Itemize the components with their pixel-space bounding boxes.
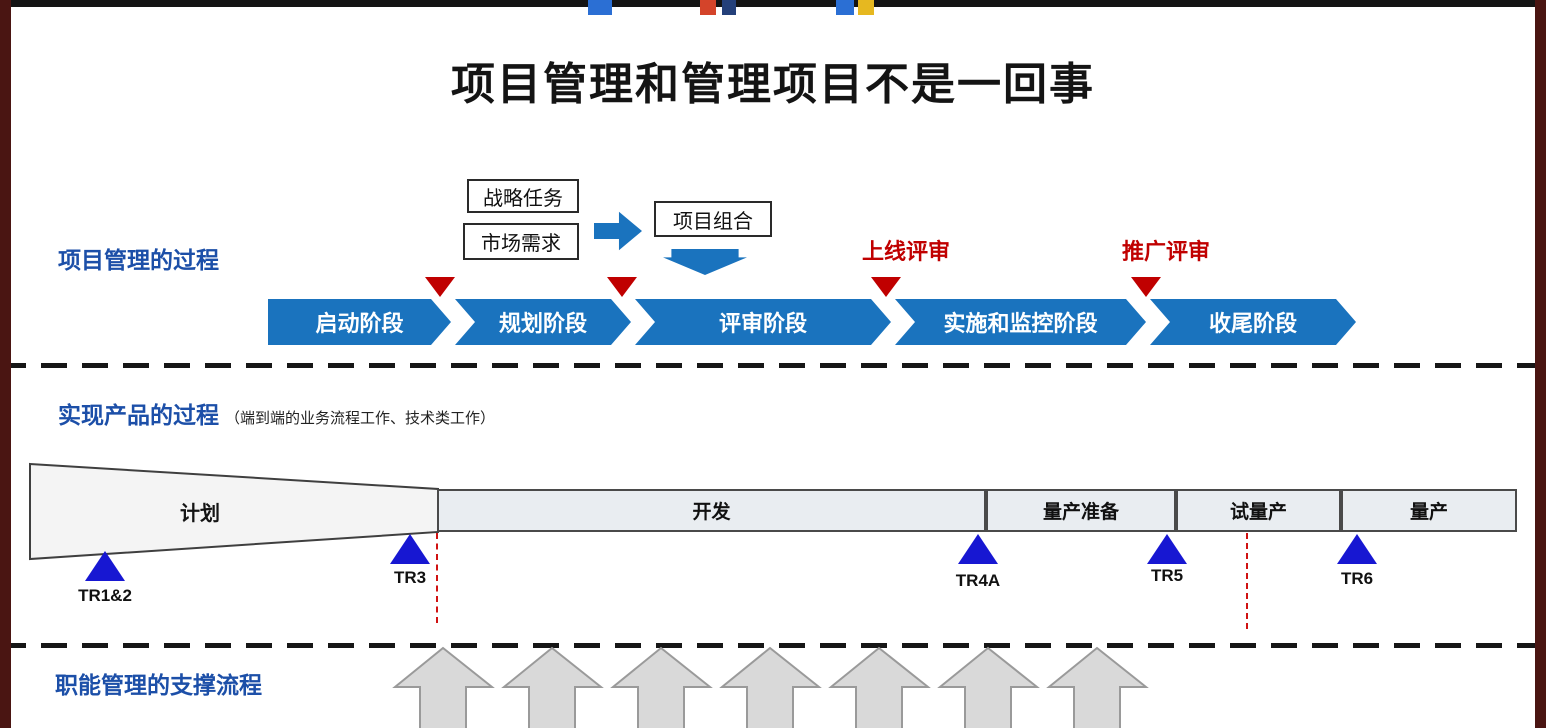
market-demand-box: 市场需求 (463, 223, 579, 260)
down-arrow-icon (663, 249, 747, 275)
tr5-label: TR5 (1150, 566, 1184, 585)
section-header-product-process: 实现产品的过程 （端到端的业务流程工作、技术类工作） (58, 396, 495, 430)
right-frame-bar (1535, 0, 1546, 728)
section-label-support-process: 职能管理的支撑流程 (55, 672, 262, 698)
logo-fragment-icon (700, 0, 716, 15)
logo-fragment-icon (836, 0, 854, 15)
tr-marker-icon (1147, 534, 1187, 564)
section-label-product-process: 实现产品的过程 (58, 402, 219, 428)
logo-fragment-icon (858, 0, 874, 15)
support-arrow-icon (719, 646, 822, 728)
tr6-label: TR6 (1340, 569, 1374, 588)
tr-marker-icon (958, 534, 998, 564)
funnel-polygon (29, 462, 439, 561)
phase-implementation: 实施和监控阶段 (895, 299, 1146, 345)
section-note-product-process: （端到端的业务流程工作、技术类工作） (225, 410, 496, 427)
support-arrow-icon (610, 646, 713, 728)
tr4a-label: TR4A (955, 571, 1001, 590)
tr-marker-icon (1337, 534, 1377, 564)
support-arrow-icon (392, 646, 495, 728)
support-arrows (392, 646, 1149, 728)
tr3-dashed-line (436, 533, 438, 623)
divider-dashed-top (0, 363, 1546, 368)
launch-review-label: 上线评审 (862, 239, 951, 264)
plan-funnel-shape (29, 462, 439, 561)
stage-massprod: 量产 (1341, 489, 1517, 532)
tr-marker-icon (85, 551, 125, 581)
tr1-2-label: TR1&2 (78, 586, 132, 605)
divider-dashed-bottom (0, 643, 1546, 648)
tr-marker-icon (390, 534, 430, 564)
support-arrow-icon (937, 646, 1040, 728)
stage-plan-label: 计划 (180, 503, 220, 525)
milestone-marker-icon (871, 277, 901, 297)
left-frame-bar (0, 0, 11, 728)
strategic-task-box: 战略任务 (467, 179, 579, 213)
section-label-project-process: 项目管理的过程 (58, 247, 219, 273)
page-title: 项目管理和管理项目不是一回事 (451, 60, 1095, 109)
right-arrow-icon (594, 211, 642, 251)
support-arrow-icon (1046, 646, 1149, 728)
phase-bar: 启动阶段 规划阶段 评审阶段 实施和监控阶段 收尾阶段 (268, 299, 1356, 345)
milestone-marker-icon (425, 277, 455, 297)
phase-initiation: 启动阶段 (268, 299, 451, 345)
trial-dashed-line (1246, 533, 1248, 629)
tr3-label: TR3 (393, 568, 427, 587)
stage-trial-massprod: 试量产 (1176, 489, 1341, 532)
stage-development: 开发 (437, 489, 986, 532)
phase-planning: 规划阶段 (455, 299, 631, 345)
top-strip (0, 0, 1546, 15)
milestone-marker-icon (1131, 277, 1161, 297)
phase-closing: 收尾阶段 (1150, 299, 1356, 345)
milestone-marker-icon (607, 277, 637, 297)
promotion-review-label: 推广评审 (1122, 239, 1211, 264)
stage-massprod-prep: 量产准备 (986, 489, 1176, 532)
support-arrow-icon (501, 646, 604, 728)
logo-fragment-icon (722, 0, 736, 15)
phase-review: 评审阶段 (635, 299, 891, 345)
support-arrow-icon (828, 646, 931, 728)
logo-fragment-icon (588, 0, 612, 15)
project-portfolio-box: 项目组合 (654, 201, 772, 237)
